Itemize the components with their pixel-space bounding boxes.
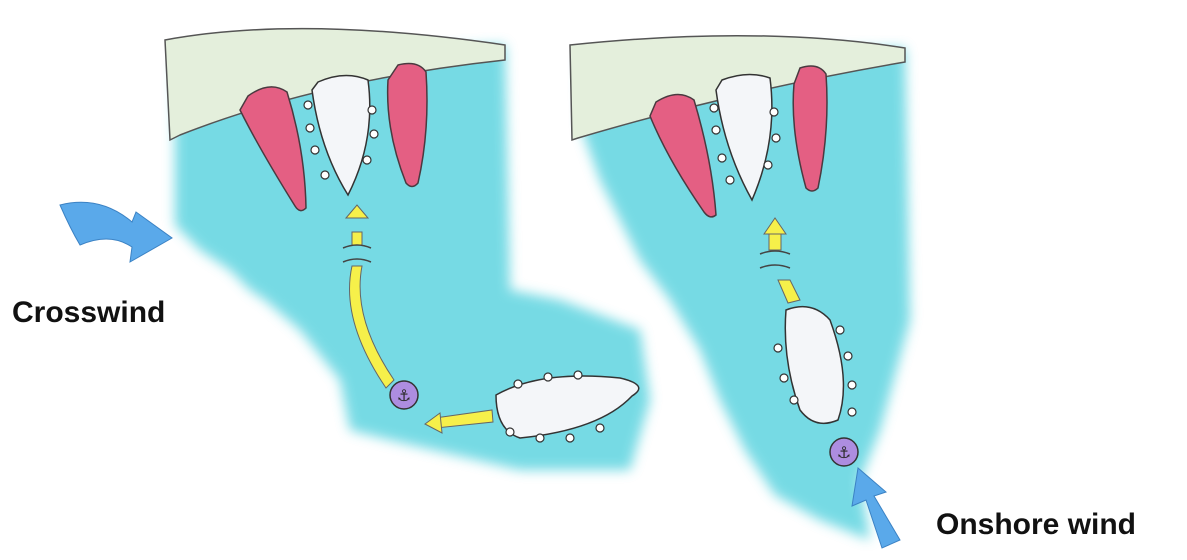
svg-text:⚓: ⚓ [837,443,851,462]
svg-text:⚓: ⚓ [397,386,411,405]
onshore-scene: ⚓ [570,36,910,548]
anchor-icon: ⚓ [390,381,418,409]
crosswind-label: Crosswind [12,296,165,330]
crosswind-scene: ⚓ [60,29,650,470]
wind-arrow-icon [60,202,172,262]
onshore-wind-label: Onshore wind [936,508,1136,542]
anchor-icon: ⚓ [830,438,858,466]
